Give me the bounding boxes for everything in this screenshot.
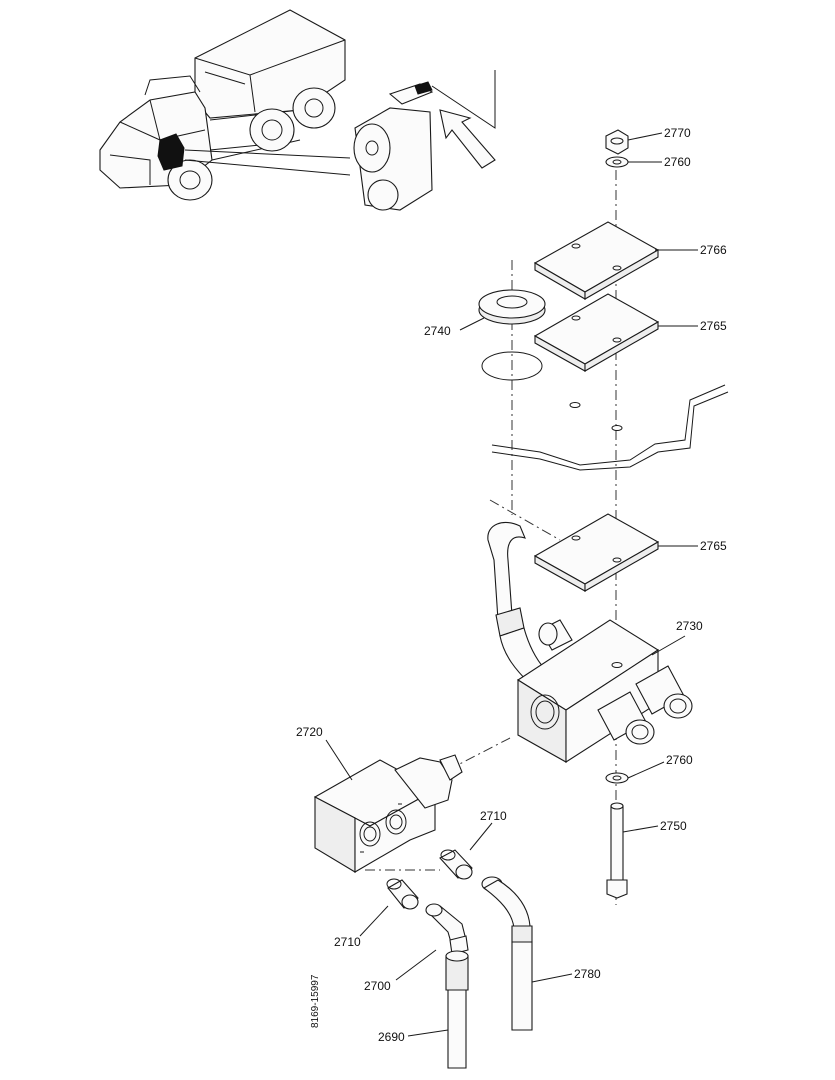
part-2730-valve-block xyxy=(516,619,693,764)
truck-location-inset xyxy=(99,9,496,211)
part-2720-directional-valve xyxy=(313,754,463,873)
callout-2780: 2780 xyxy=(574,967,601,981)
leader-lines xyxy=(325,132,698,1037)
part-2750-bolt xyxy=(606,802,628,899)
part-2700-elbow xyxy=(425,903,469,955)
callout-2760-top: 2760 xyxy=(664,155,691,169)
callout-2766: 2766 xyxy=(700,243,727,257)
document-id: 8169-15997 xyxy=(310,974,321,1028)
callout-2770: 2770 xyxy=(664,126,691,140)
part-2765-plate-upper xyxy=(533,293,660,372)
part-2710-fitting-right xyxy=(439,849,473,880)
part-2780-hose xyxy=(481,876,533,1031)
callout-2690: 2690 xyxy=(378,1030,405,1044)
part-2740-grommet xyxy=(478,289,546,381)
callout-2710-left: 2710 xyxy=(334,935,361,949)
callout-2730: 2730 xyxy=(676,619,703,633)
part-2690-pipe xyxy=(445,950,469,1069)
callout-2765-lower: 2765 xyxy=(700,539,727,553)
callout-2765-upper: 2765 xyxy=(700,319,727,333)
part-2766-plate xyxy=(533,221,660,300)
part-2765-plate-lower xyxy=(533,513,660,592)
floor-panel-outline xyxy=(491,384,729,471)
bent-hose xyxy=(487,522,549,685)
location-highlight xyxy=(157,133,185,171)
part-2770-nut xyxy=(605,129,629,155)
callout-labels: 2770 2760 2766 2740 2765 2765 2730 2720 … xyxy=(296,126,727,1044)
callout-2760-lower: 2760 xyxy=(666,753,693,767)
part-2760-washer-lower xyxy=(605,772,629,784)
part-2760-washer-top xyxy=(605,156,629,168)
callout-2700: 2700 xyxy=(364,979,391,993)
callout-2710-right: 2710 xyxy=(480,809,507,823)
callout-2720: 2720 xyxy=(296,725,323,739)
callout-2740: 2740 xyxy=(424,324,451,338)
part-2710-fitting-left xyxy=(386,878,419,910)
callout-2750: 2750 xyxy=(660,819,687,833)
